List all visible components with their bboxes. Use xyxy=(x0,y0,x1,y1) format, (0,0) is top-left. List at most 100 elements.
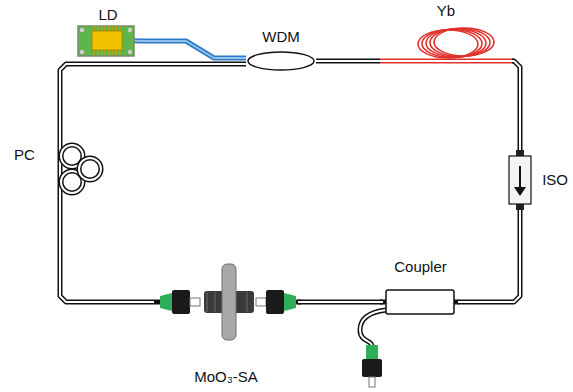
pin xyxy=(115,50,116,55)
coil-turn xyxy=(430,29,490,57)
gain-fiber-core xyxy=(380,60,514,62)
fiber-connector xyxy=(140,41,246,58)
gain-fiber xyxy=(380,59,514,64)
fiber-outline xyxy=(458,210,520,302)
fiber-core xyxy=(316,60,380,62)
coupler xyxy=(360,290,459,387)
fiber-connector xyxy=(60,206,154,302)
connector-boot xyxy=(284,293,296,311)
gain-fiber-label: Yb xyxy=(435,2,457,20)
coil-turn xyxy=(434,28,494,56)
wdm-coupler xyxy=(248,52,314,70)
pin xyxy=(93,26,94,31)
polarization-controller xyxy=(60,134,101,206)
pcb xyxy=(78,26,134,56)
fiber-connector xyxy=(512,61,520,150)
pin xyxy=(93,50,94,55)
fiber-outline xyxy=(512,61,520,150)
hole xyxy=(128,28,132,32)
fiber-outline xyxy=(316,59,380,64)
adapter-flange xyxy=(222,264,236,340)
fiber-core xyxy=(298,301,383,303)
ferrule xyxy=(190,298,200,306)
fiber-core xyxy=(140,41,246,58)
pin xyxy=(101,26,102,31)
output-fiber xyxy=(360,310,386,346)
pin xyxy=(108,26,109,31)
fiber-core xyxy=(60,64,246,134)
ridge xyxy=(246,292,248,312)
ridge xyxy=(206,292,208,312)
fiber-coil xyxy=(418,28,494,58)
coupler-node: Coupler xyxy=(383,258,458,320)
pc-loop xyxy=(79,158,101,180)
coupler-body xyxy=(386,290,454,314)
chip xyxy=(92,31,122,50)
gain-fiber-node: Yb xyxy=(380,2,512,66)
pin xyxy=(119,50,120,55)
isolator-node: ISO xyxy=(504,150,570,210)
fiber-outline xyxy=(60,206,154,302)
isolator-arrow xyxy=(519,166,521,190)
isolator-arrowhead xyxy=(514,187,526,196)
hole xyxy=(128,50,132,54)
isolator-body xyxy=(509,156,531,204)
wdm-label: WDM xyxy=(260,28,302,46)
isolator-end xyxy=(516,204,524,210)
isolator xyxy=(509,150,531,210)
laser-diode-node: LD xyxy=(76,2,140,58)
connector-body xyxy=(172,290,190,314)
fiber-core xyxy=(59,134,61,206)
coil-turn xyxy=(426,29,486,57)
connector-body xyxy=(266,290,284,314)
fiber xyxy=(154,300,161,305)
pc-loops xyxy=(61,145,101,193)
isolator-end xyxy=(516,150,524,156)
fiber-connector xyxy=(316,61,380,62)
pin xyxy=(119,26,120,31)
fiber-outline xyxy=(140,41,246,58)
fiber-connector xyxy=(298,302,383,303)
fiber-outline xyxy=(298,300,383,305)
pin xyxy=(112,26,113,31)
fiber-core xyxy=(458,210,520,302)
laser-diode xyxy=(78,26,140,56)
ferrule xyxy=(256,298,266,306)
fiber-core xyxy=(512,61,520,150)
absorber-node: MoO₃-SA xyxy=(154,262,298,386)
fiber-connector xyxy=(60,64,246,134)
coil-turn xyxy=(422,30,482,58)
fiber-connector xyxy=(458,210,520,302)
absorber-label: MoO₃-SA xyxy=(192,368,260,386)
pc-loop-core xyxy=(79,158,101,180)
wdm-node: WDM xyxy=(246,28,316,72)
coupler-label: Coupler xyxy=(392,258,449,276)
fiber-outline xyxy=(60,64,246,134)
pin xyxy=(112,50,113,55)
ridge xyxy=(214,292,216,312)
hole xyxy=(80,28,84,32)
pin xyxy=(108,50,109,55)
ferrule xyxy=(369,377,375,387)
pin xyxy=(101,50,102,55)
saturable-absorber xyxy=(154,264,301,340)
laser-diode-label: LD xyxy=(96,6,119,24)
output-fiber-core xyxy=(360,310,386,346)
isolator-label: ISO xyxy=(540,171,570,189)
pin xyxy=(97,26,98,31)
pin xyxy=(97,50,98,55)
connector-boot xyxy=(160,293,172,311)
fiber xyxy=(58,134,63,206)
pc-label: PC xyxy=(12,146,37,164)
hole xyxy=(80,50,84,54)
pin xyxy=(104,26,105,31)
pin xyxy=(104,50,105,55)
fiber-core xyxy=(60,206,154,302)
pin xyxy=(115,26,116,31)
pc-node: PC xyxy=(8,134,104,206)
yb-fiber xyxy=(380,28,514,61)
